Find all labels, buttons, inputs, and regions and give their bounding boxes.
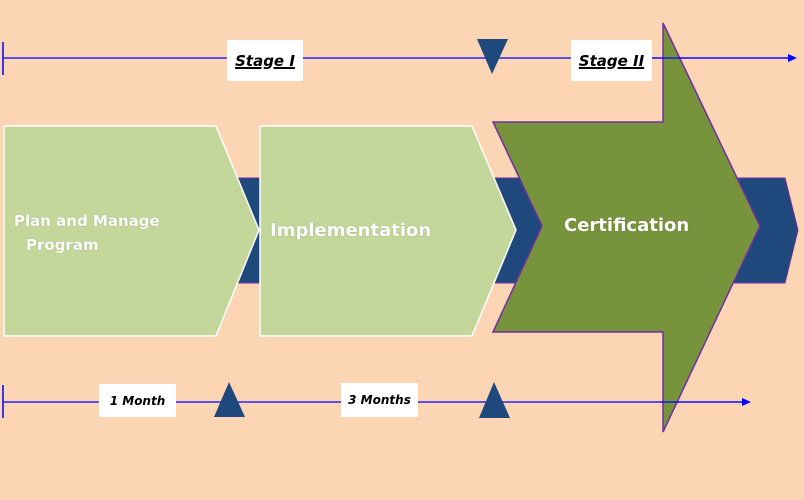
phase-certification-label: Certification xyxy=(564,215,690,236)
duration-2-label: 3 Months xyxy=(341,383,418,417)
bottom-timeline-arrowhead xyxy=(742,398,751,406)
phase-chevron-plan[interactable] xyxy=(3,125,260,337)
phase-plan-label-line2: Program xyxy=(26,236,99,254)
stage-2-label: Stage II xyxy=(571,40,652,81)
phase-implementation-label: Implementation xyxy=(270,220,432,241)
phase-plan-label: Plan and Manage Program xyxy=(14,209,160,257)
phase-arrow-certification[interactable] xyxy=(491,22,761,433)
duration-1-label: 1 Month xyxy=(99,384,176,417)
milestone-up-triangle-2 xyxy=(479,382,510,418)
phase-chevron-implementation[interactable] xyxy=(259,125,517,337)
top-timeline-arrowhead xyxy=(788,54,797,62)
milestone-up-triangle-1 xyxy=(214,382,245,417)
stage-divider-down-triangle xyxy=(477,39,508,74)
phase-plan-label-line1: Plan and Manage xyxy=(14,212,160,230)
stage-1-label: Stage I xyxy=(227,40,303,81)
